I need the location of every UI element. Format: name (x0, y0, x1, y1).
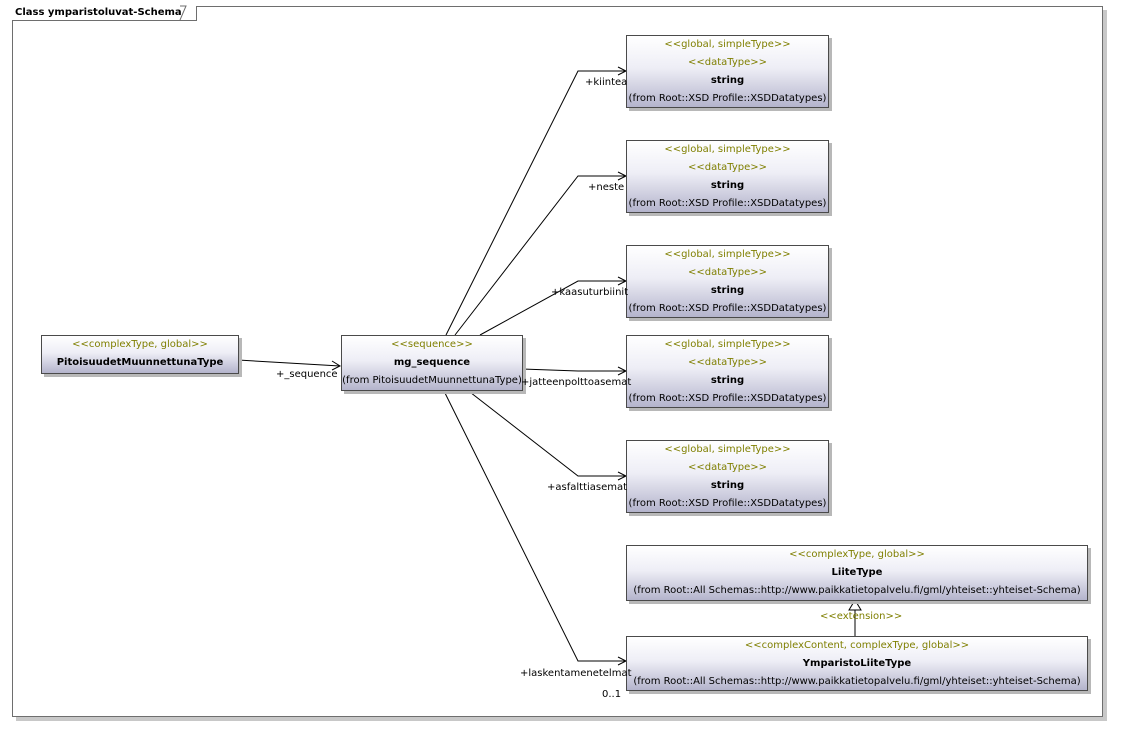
role-label-neste: +neste (588, 182, 625, 193)
role-label-asfalttiasemat: +asfalttiasemat (547, 482, 628, 493)
class-name: string (710, 375, 745, 386)
class-origin: (from Root::XSD Profile::XSDDatatypes) (628, 498, 827, 509)
class-name: PitoisuudetMuunnettunaType (56, 357, 224, 368)
edge-neste (454, 175, 626, 336)
edge-laskentamenetelmat (442, 388, 626, 662)
class-origin: (from PitoisuudetMuunnettunaType) (342, 375, 522, 386)
edge-kiintea (445, 70, 626, 336)
class-name: string (710, 180, 745, 191)
generalization-arrowhead (848, 599, 862, 611)
stereotype-label: <<global, simpleType>> (664, 39, 791, 50)
class-origin: (from Root::XSD Profile::XSDDatatypes) (628, 93, 827, 104)
role-label-jatteenpolttoasemat: +jatteenpolttoasemat (521, 377, 632, 388)
class-origin: (from Root::XSD Profile::XSDDatatypes) (628, 393, 827, 404)
role-label-laskentamenetelmat: +laskentamenetelmat (520, 668, 632, 679)
stereotype-label-datatype: <<dataType>> (687, 57, 767, 68)
stereotype-label: <<global, simpleType>> (664, 249, 791, 260)
stereotype-label: <<global, simpleType>> (664, 144, 791, 155)
edge-jatteenpolttoasemat (521, 368, 626, 372)
class-name: mg_sequence (393, 357, 471, 368)
arrow-sequence (331, 360, 342, 371)
role-label-kiintea: +kiintea (585, 77, 628, 88)
class-name: YmparistoLiiteType (802, 658, 912, 669)
stereotype-label: <<complexContent, complexType, global>> (744, 640, 970, 651)
role-label-sequence: +_sequence (276, 369, 338, 380)
class-ymparistoliitetype[interactable]: <<complexContent, complexType, global>> … (626, 636, 1088, 691)
stereotype-label-datatype: <<dataType>> (687, 162, 767, 173)
class-mg-sequence[interactable]: <<sequence>> mg_sequence (from Pitoisuud… (341, 335, 523, 391)
edge-sequence (237, 359, 341, 367)
class-string-neste[interactable]: <<global, simpleType>> <<dataType>> stri… (626, 140, 829, 213)
class-name: string (710, 285, 745, 296)
extension-label: <<extension>> (820, 611, 903, 622)
stereotype-label-datatype: <<dataType>> (687, 462, 767, 473)
edge-asfalttiasemat (465, 388, 626, 477)
class-string-jatteenpolttoasemat[interactable]: <<global, simpleType>> <<dataType>> stri… (626, 335, 829, 408)
stereotype-label: <<sequence>> (391, 339, 473, 350)
class-name: string (710, 75, 745, 86)
stereotype-label: <<complexType, global>> (789, 549, 925, 560)
class-string-kiintea[interactable]: <<global, simpleType>> <<dataType>> stri… (626, 35, 829, 108)
class-name: string (710, 480, 745, 491)
stereotype-label: <<global, simpleType>> (664, 339, 791, 350)
class-origin: (from Root::All Schemas::http://www.paik… (633, 676, 1081, 687)
class-pitoisuudetmuunnettunatype[interactable]: <<complexType, global>> PitoisuudetMuunn… (41, 335, 239, 374)
class-origin: (from Root::XSD Profile::XSDDatatypes) (628, 303, 827, 314)
stereotype-label-datatype: <<dataType>> (687, 267, 767, 278)
class-origin: (from Root::All Schemas::http://www.paik… (633, 585, 1081, 596)
frame-tab-corner (179, 5, 187, 21)
stereotype-label: <<complexType, global>> (72, 339, 208, 350)
diagram-title: Class ymparistoluvat-Schema (12, 6, 197, 21)
stereotype-label: <<global, simpleType>> (664, 444, 791, 455)
class-string-kaasuturbiinit[interactable]: <<global, simpleType>> <<dataType>> stri… (626, 245, 829, 318)
role-label-kaasuturbiinit: +kaasuturbiinit (551, 287, 629, 298)
class-origin: (from Root::XSD Profile::XSDDatatypes) (628, 198, 827, 209)
multiplicity-label: 0..1 (602, 689, 622, 700)
class-string-asfalttiasemat[interactable]: <<global, simpleType>> <<dataType>> stri… (626, 440, 829, 513)
class-liitetype[interactable]: <<complexType, global>> LiiteType (from … (626, 545, 1088, 601)
class-name: LiiteType (831, 567, 883, 578)
edge-kaasuturbiinit (479, 280, 626, 336)
stereotype-label-datatype: <<dataType>> (687, 357, 767, 368)
